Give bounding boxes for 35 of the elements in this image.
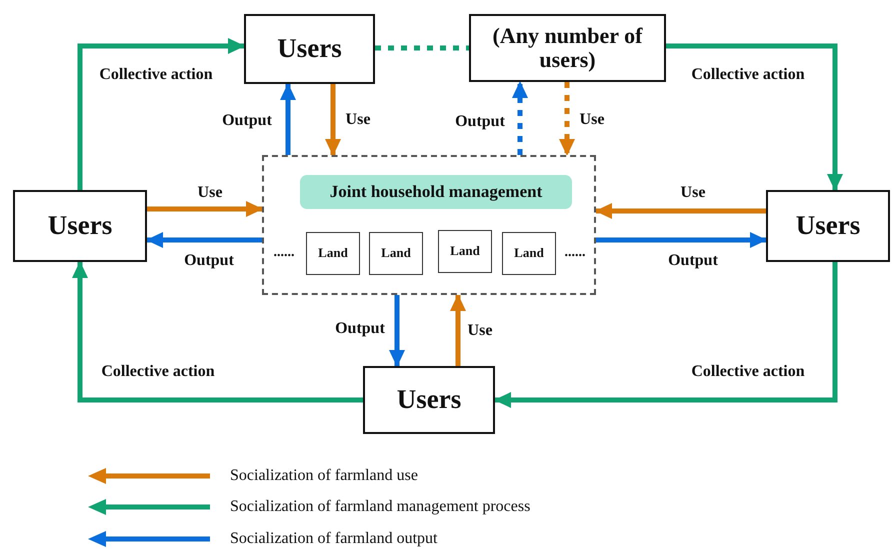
edge-label: Output [220, 112, 274, 130]
arrow [389, 295, 405, 367]
ellipsis-label: ...... [564, 245, 586, 261]
arrow [596, 232, 767, 248]
arrow [147, 201, 263, 217]
management-area [262, 155, 596, 295]
land-parcel-box: Land [502, 232, 556, 275]
land-parcel-box: Land [369, 232, 423, 275]
arrow [146, 232, 262, 248]
actor-box: Users [13, 190, 147, 262]
arrow [78, 38, 245, 190]
arrow [280, 83, 296, 155]
arrow [325, 84, 341, 156]
actor-box: Users [244, 14, 375, 84]
legend-label: Socialization of farmland output [230, 530, 438, 548]
ellipsis-label: ...... [274, 245, 294, 261]
arrow [595, 203, 766, 219]
legend-label: Socialization of farmland use [230, 467, 418, 485]
arrow [666, 44, 843, 191]
land-parcel-box: Land [306, 232, 360, 275]
edge-label: Output [182, 252, 236, 270]
arrow [559, 82, 575, 156]
legend-label: Socialization of farmland management process [230, 498, 530, 516]
actor-box: Users [363, 366, 495, 434]
actor-box: Users [766, 190, 890, 262]
edge-label: Output [453, 113, 507, 131]
land-parcel-box: Land [438, 230, 492, 273]
edge-label: Output [333, 320, 387, 338]
arrow [72, 261, 363, 402]
management-banner: Joint household management [300, 175, 572, 209]
arrow [450, 294, 466, 366]
actor-box: (Any number of users) [469, 14, 666, 82]
edge-label: Output [666, 252, 720, 270]
arrow [494, 262, 838, 408]
arrow [512, 81, 528, 155]
